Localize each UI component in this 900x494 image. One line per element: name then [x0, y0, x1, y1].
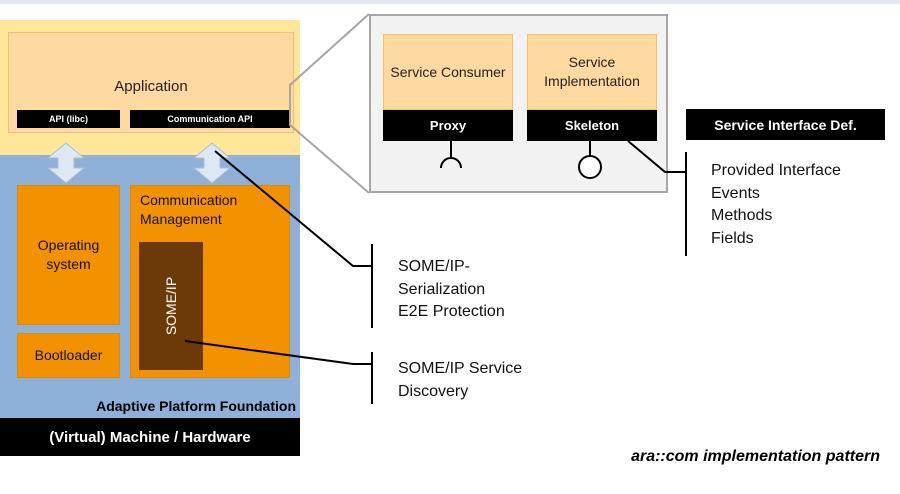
machine-hardware-bar: (Virtual) Machine / Hardware [0, 418, 300, 456]
discovery-list: SOME/IP Service Discovery [398, 358, 522, 403]
service-implementation-box: Service Implementation [527, 34, 657, 110]
communication-api-label: Communication API [130, 110, 290, 128]
callout-interface [627, 140, 686, 173]
discovery-item: SOME/IP Service [398, 360, 523, 377]
top-divider [0, 0, 900, 4]
discovery-item: Discovery [398, 382, 469, 400]
callout-serialization [214, 150, 372, 267]
api-libc-label: API (libc) [17, 110, 120, 128]
interface-list: Provided Interface Events Methods Fields [711, 160, 841, 250]
bootloader-box: Bootloader [17, 333, 120, 378]
service-consumer-box: Service Consumer [383, 34, 513, 110]
service-interface-def-label: Service Interface Def. [686, 109, 885, 140]
serialization-list: SOME/IP- Serialization E2E Protection [398, 256, 505, 324]
someip-block: SOME/IP [139, 242, 203, 370]
required-interface-icon [440, 157, 462, 169]
operating-system-box: Operating system [17, 185, 120, 325]
double-arrow-left [46, 142, 86, 184]
interface-item: Fields [711, 229, 754, 247]
application-title: Application [114, 77, 188, 95]
double-arrow-right [192, 142, 232, 184]
serialization-item: E2E Protection [398, 303, 505, 320]
serialization-item: SOME/IP- [398, 258, 471, 275]
interface-item: Events [711, 184, 760, 202]
callout-discovery [184, 340, 372, 365]
serialization-item: Serialization [398, 280, 486, 298]
interface-item: Provided Interface [711, 162, 841, 179]
proxy-label: Proxy [383, 110, 513, 141]
provided-interface-icon [578, 155, 602, 179]
zoom-connector [289, 13, 370, 194]
diagram-caption: ara::com implementation pattern [631, 448, 880, 465]
interface-item: Methods [711, 207, 773, 224]
foundation-label: Adaptive Platform Foundation [96, 398, 296, 414]
communication-management-label: Communication Management [140, 192, 238, 227]
skeleton-label: Skeleton [527, 110, 657, 141]
